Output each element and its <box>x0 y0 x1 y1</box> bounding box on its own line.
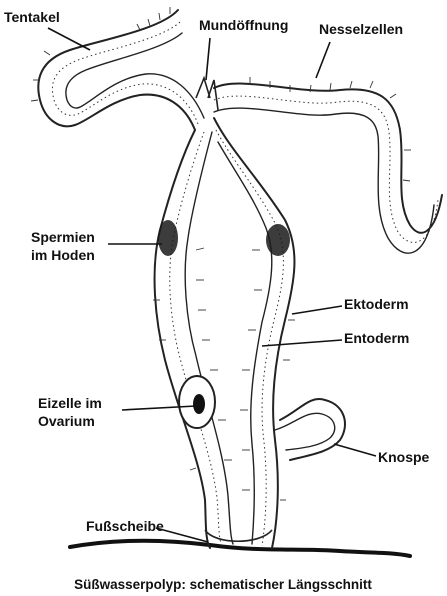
label-fussscheibe: Fußscheibe <box>86 518 164 534</box>
body-outer-wall <box>155 118 295 548</box>
substrate-line <box>70 541 410 556</box>
label-entoderm: Entoderm <box>344 330 409 346</box>
leader-ektoderm <box>292 306 342 314</box>
gastrodermis-spines <box>196 248 262 490</box>
diagram-caption: Süßwasserpolyp: schematischer Längsschni… <box>74 577 372 592</box>
leader-knospe <box>334 444 376 456</box>
label-mundoeffnung: Mundöffnung <box>199 17 288 33</box>
foot-disc <box>205 530 272 541</box>
label-eizelle-line1: Eizelle im <box>38 395 102 411</box>
label-spermien-line1: Spermien <box>31 229 95 245</box>
label-ektoderm: Ektoderm <box>344 296 409 312</box>
leader-lines <box>48 28 376 542</box>
polyp-body <box>31 7 442 548</box>
body-inner-wall <box>185 132 272 544</box>
mouth-opening <box>196 78 218 110</box>
testis-left <box>158 220 178 256</box>
label-eizelle-line2: Ovarium <box>38 413 95 429</box>
leader-tentakel <box>48 28 90 50</box>
label-knospe: Knospe <box>378 449 430 465</box>
leader-entoderm <box>262 340 342 346</box>
testis-right <box>266 224 290 256</box>
label-spermien-line2: im Hoden <box>31 247 95 263</box>
leader-nesselzellen <box>316 42 330 78</box>
leader-mundoeffnung <box>206 38 210 80</box>
label-tentakel: Tentakel <box>4 9 60 25</box>
label-nesselzellen: Nesselzellen <box>319 21 403 37</box>
right-tentacle-outer <box>214 84 442 233</box>
egg-cell-nucleus <box>193 394 205 414</box>
